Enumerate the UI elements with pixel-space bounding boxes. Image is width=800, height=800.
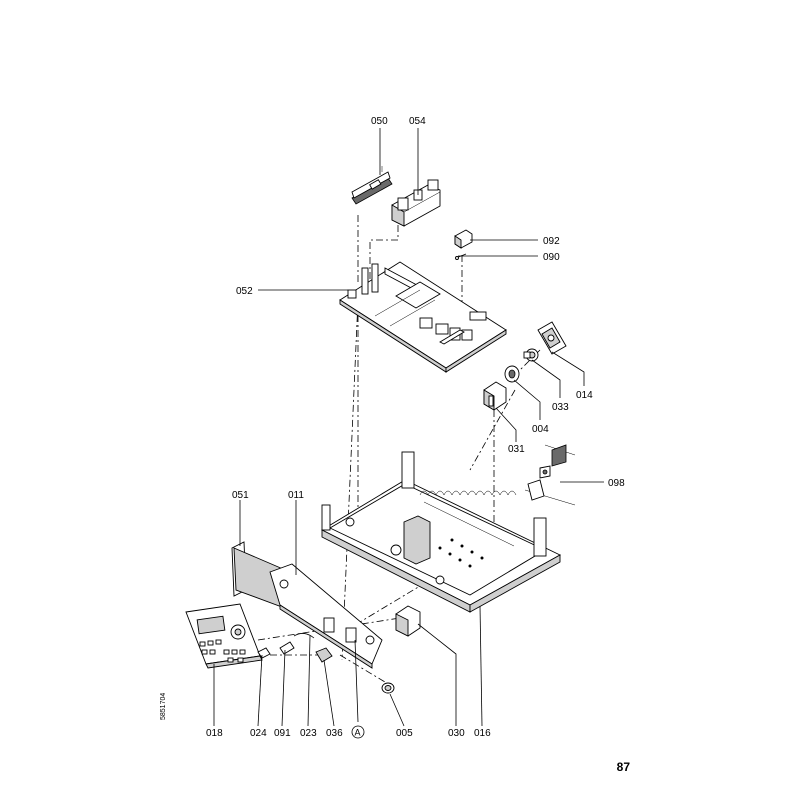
callout-092: 092 [543,236,560,247]
page-number: 87 [616,760,630,774]
callout-024: 024 [250,728,267,739]
part-011-front-frame [269,563,383,669]
callout-004: 004 [532,424,549,435]
part-036-clip [315,647,333,663]
drawing-code: 5851704 [160,692,167,720]
callout-054: 054 [409,116,426,127]
callout-090: 090 [543,252,560,263]
callout-023: 023 [300,728,317,739]
callout-labels: 050 054 092 090 052 014 033 004 031 098 … [206,116,625,739]
callout-036: 036 [326,728,343,739]
part-098-accessory-set [524,444,576,506]
part-051-side-cover [231,541,291,611]
callout-052: 052 [236,286,253,297]
part-091-connector [279,641,295,655]
part-054-connector-bracket [391,179,441,227]
part-023-cable [293,633,315,639]
callout-011: 011 [288,490,304,501]
callout-033: 033 [552,402,569,413]
leader-lines [213,128,604,727]
part-050-module-card [351,166,393,205]
callout-030: 030 [448,728,465,739]
part-016-base-tray [321,451,561,613]
part-090-pin [455,253,467,260]
callout-098: 098 [608,478,625,489]
callout-016: 016 [474,728,491,739]
callout-005: 005 [396,728,413,739]
callout-050: 050 [371,116,388,127]
callout-018: 018 [206,728,223,739]
callout-014: 014 [576,390,593,401]
part-031-fuse-holder [483,381,507,411]
callout-a: A [355,728,361,738]
part-092-clip [454,229,473,249]
part-014-switch-plate [537,321,567,355]
callout-091: 091 [274,728,291,739]
part-005-knob-cap [381,682,395,694]
callout-031: 031 [508,444,525,455]
part-004-ring [504,365,520,383]
part-033-knob [523,348,539,362]
part-052-main-circuit-board [339,261,507,373]
callout-051: 051 [232,490,249,501]
part-024-connector [257,647,271,659]
callout-a-circle [351,725,365,739]
part-018-control-panel [185,603,263,669]
part-030-switch-block [395,605,421,637]
